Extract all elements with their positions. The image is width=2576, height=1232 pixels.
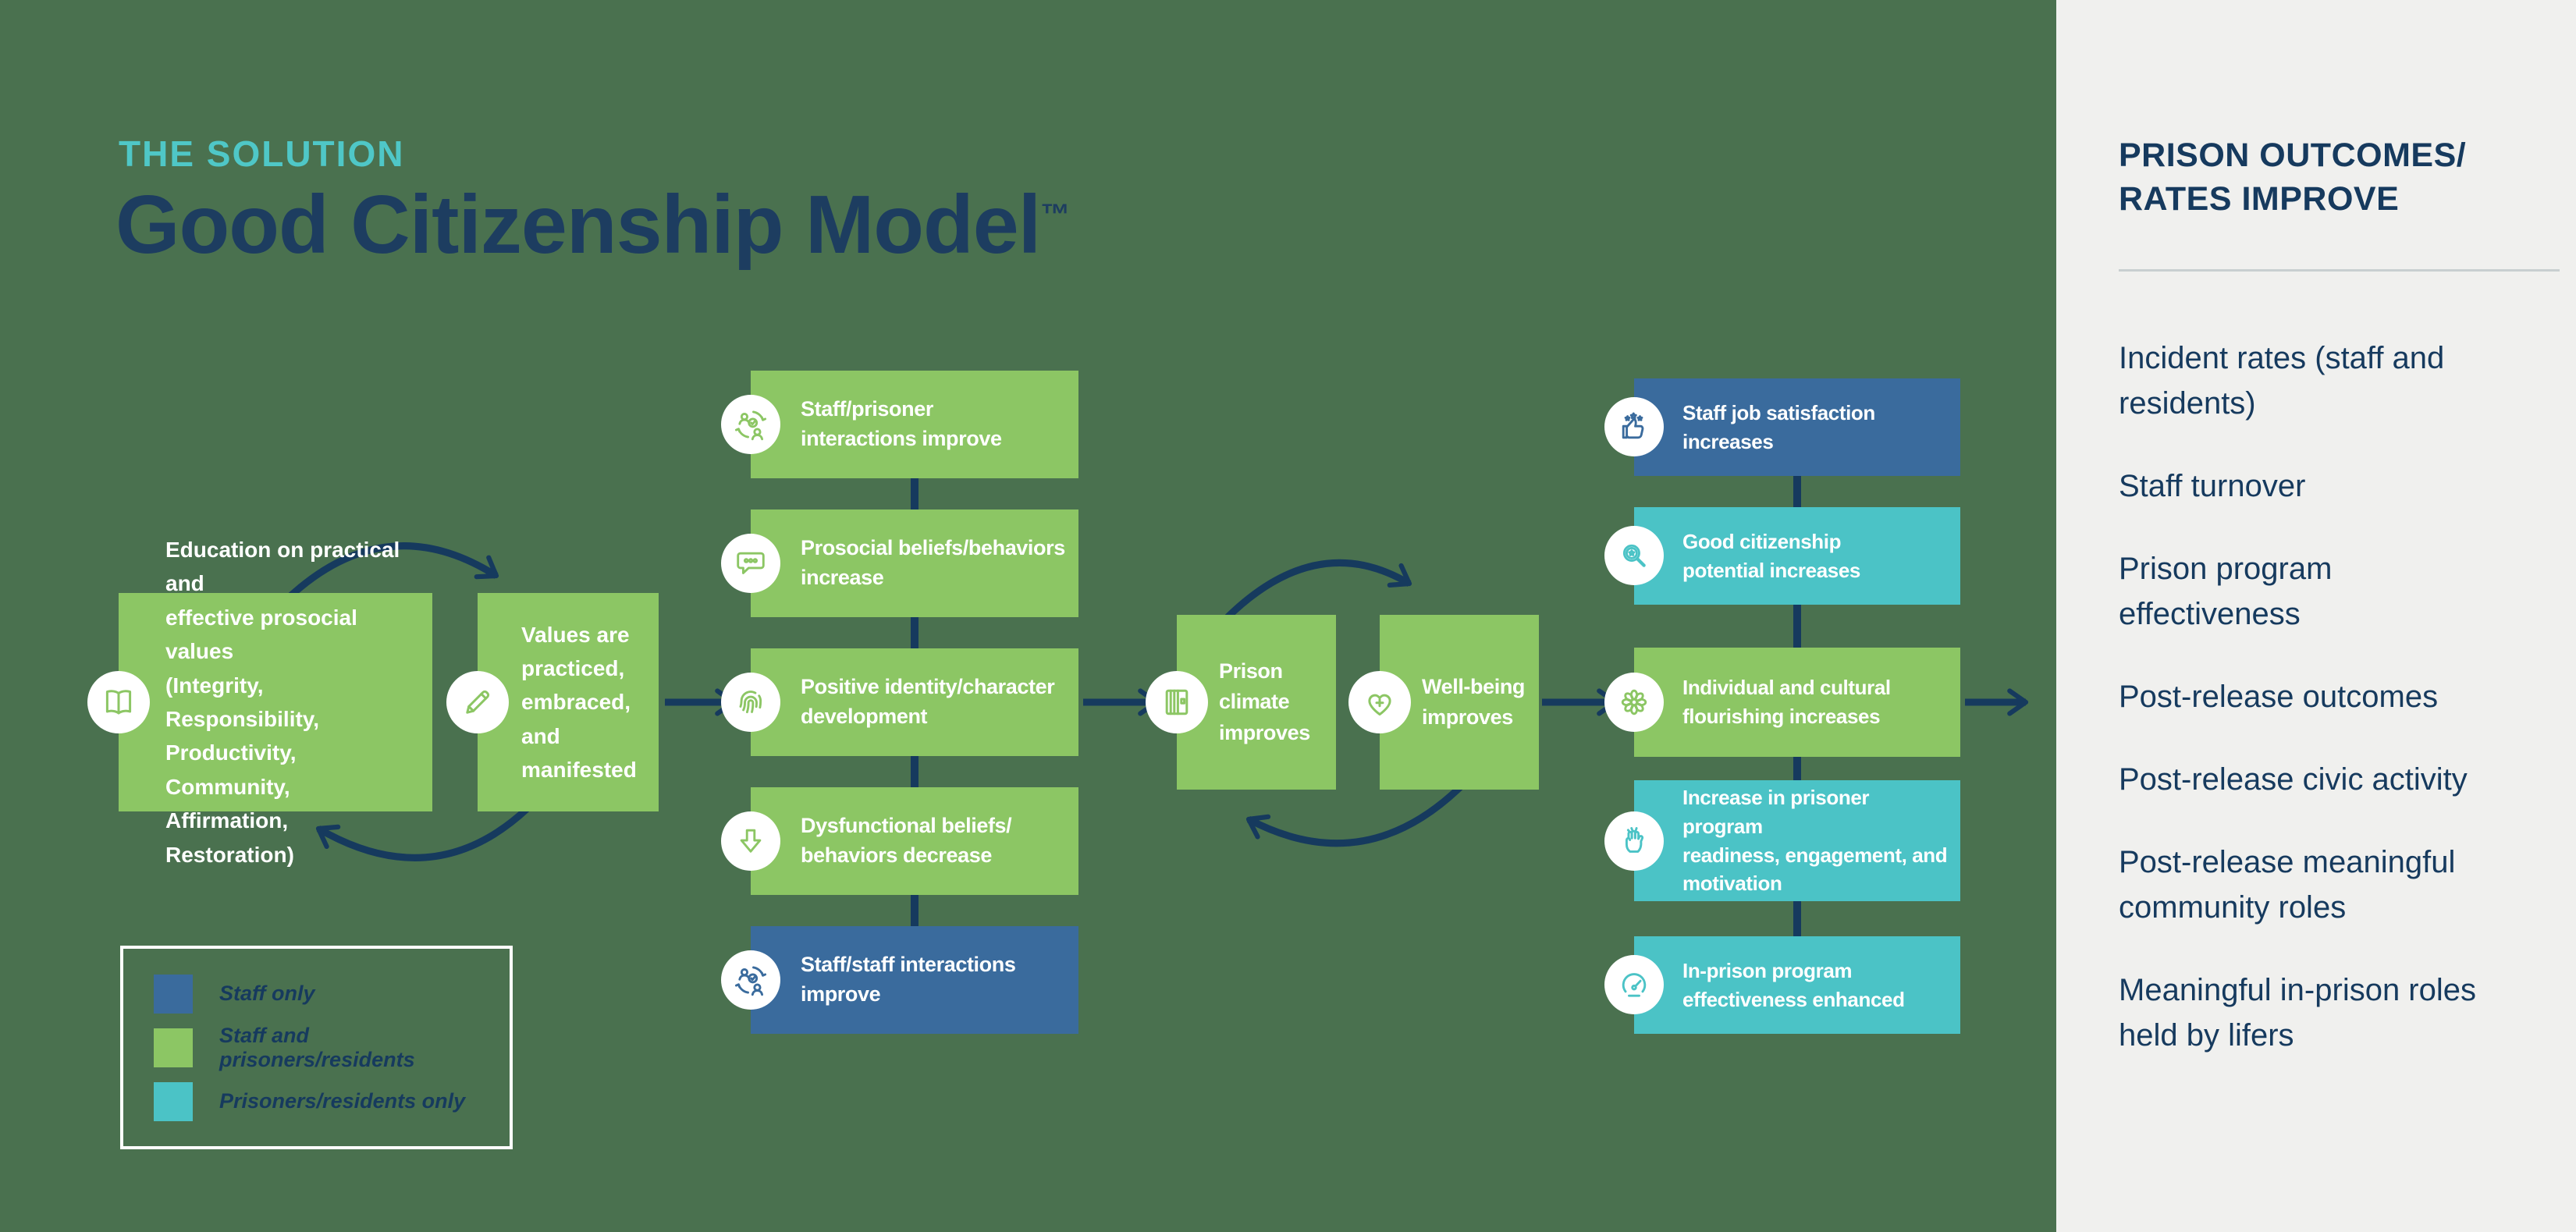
sidebar-outcomes-list: Incident rates (staff and residents) Sta… [2119,336,2517,1095]
flow-box-prisoner-program-readiness: Increase in prisoner program readiness, … [1634,780,1960,901]
legend-swatch-green [154,1028,193,1067]
heart-cross-icon [1348,671,1411,733]
legend: Staff only Staff and prisoners/residents… [120,946,513,1149]
fingerprint-icon [721,673,780,732]
flow-box-education-prosocial-values: Education on practical and effective pro… [119,538,432,867]
prison-bars-icon [1146,671,1208,733]
flow-box-staff-prisoner-interactions: Staff/prisoner interactions improve [751,371,1078,478]
pencil-icon [446,671,509,733]
legend-label: Prisoners/residents only [219,1089,466,1113]
flow-box-inprison-program-effectiveness: In-prison program effectiveness enhanced [1634,936,1960,1034]
list-item: Incident rates (staff and residents) [2119,341,2445,421]
legend-label: Staff and prisoners/residents [219,1023,415,1071]
list-item: Post-release meaningful community roles [2119,845,2456,925]
flow-box-staff-job-satisfaction: Staff job satisfaction increases [1634,378,1960,476]
open-book-icon [87,671,150,733]
flow-box-good-citizenship-potential: Good citizenship potential increases [1634,507,1960,605]
legend-swatch-teal [154,1081,193,1121]
legend-item-staff-only: Staff only [154,974,510,1014]
sidebar-title: PRISON OUTCOMES/ RATES IMPROVE [2119,137,2467,218]
flow-box-dysfunctional-beliefs-decrease: Dysfunctional beliefs/ behaviors decreas… [751,787,1078,895]
gauge-icon [1604,955,1664,1014]
flow-box-individual-cultural-flourishing: Individual and cultural flourishing incr… [1634,648,1960,757]
section-eyebrow: THE SOLUTION [119,133,405,174]
list-item: Post-release outcomes [2119,680,2439,714]
sidebar-divider [2119,269,2560,272]
list-item: Post-release civic activity [2119,762,2468,797]
down-arrow-icon [721,811,780,871]
prison-outcomes-sidebar: PRISON OUTCOMES/ RATES IMPROVE Incident … [2056,0,2576,1232]
list-item: Meaningful in-prison roles held by lifer… [2119,973,2477,1053]
flow-box-positive-identity-development: Positive identity/character development [751,648,1078,756]
legend-item-prisoners-only: Prisoners/residents only [154,1081,510,1121]
legend-item-staff-and-prisoners: Staff and prisoners/residents [154,1024,510,1072]
people-interaction-icon [721,950,780,1010]
trademark-symbol: ™ [1040,198,1070,232]
legend-swatch-blue [154,974,193,1014]
flow-box-staff-staff-interactions: Staff/staff interactions improve [751,926,1078,1034]
raised-fist-icon [1604,811,1664,871]
page-title: Good Citizenship Model™ [115,179,1070,271]
thumbs-up-stars-icon [1604,397,1664,456]
list-item: Staff turnover [2119,469,2306,503]
legend-label: Staff only [219,982,315,1005]
magnifier-star-icon [1604,526,1664,585]
speech-bubble-icon [721,534,780,593]
people-interaction-icon [721,395,780,454]
flower-icon [1604,673,1664,732]
flow-box-prosocial-beliefs-increase: Prosocial beliefs/behaviors increase [751,509,1078,617]
list-item: Prison program effectiveness [2119,552,2333,631]
